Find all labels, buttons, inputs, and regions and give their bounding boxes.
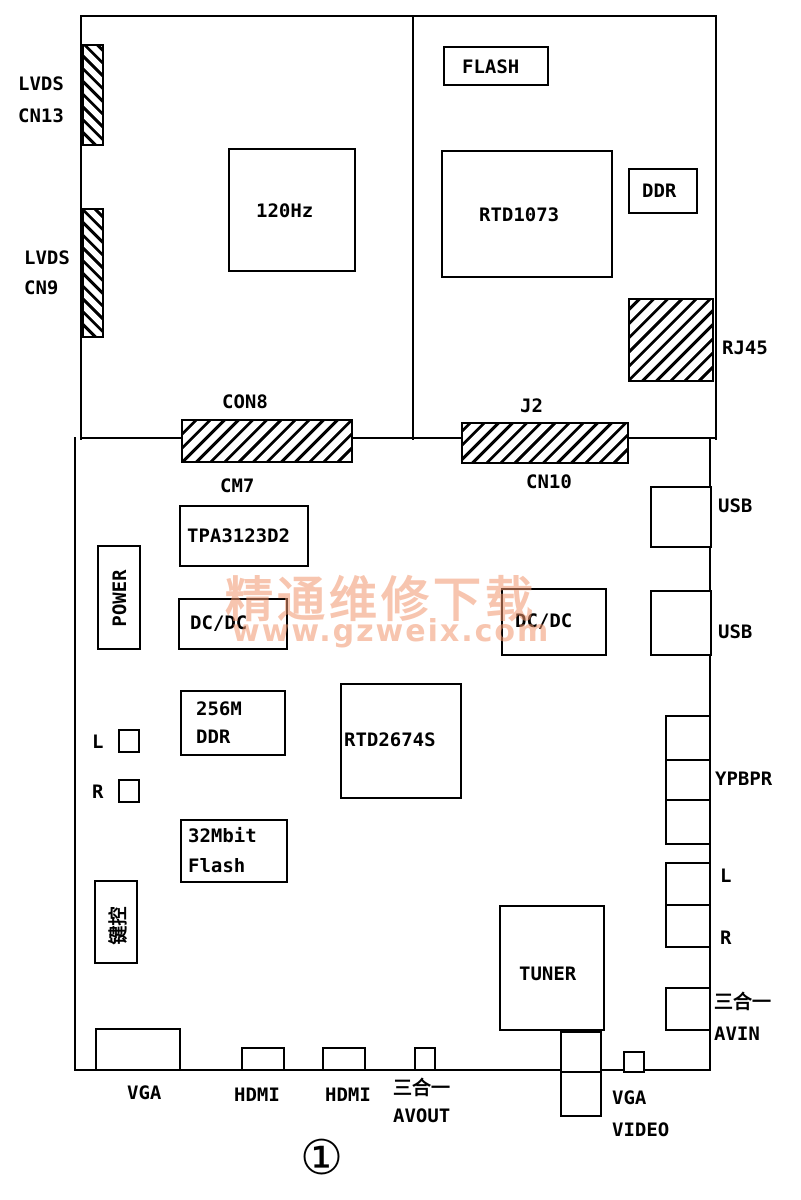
rj45-label: RJ45	[722, 337, 768, 359]
lvds-cn13-label-1: LVDS	[18, 73, 64, 95]
rtd2674s-chip: RTD2674S	[340, 683, 462, 799]
watermark-url: www.gzweix.com	[232, 614, 551, 649]
audio-in-l-jack	[665, 862, 711, 906]
dcdc-right-label: DC/DC	[515, 610, 573, 632]
ypbpr-jack-2	[665, 759, 711, 801]
keypad-label: 键控	[107, 906, 130, 945]
tpa3123d2-label: TPA3123D2	[187, 525, 290, 547]
ddr-256m-label-1: 256M	[196, 698, 242, 720]
cn10-label: CN10	[526, 471, 572, 493]
flash-chip: FLASH	[443, 46, 549, 86]
j2-label: J2	[520, 395, 543, 417]
audio-in-l-label: L	[720, 865, 732, 887]
usb-port-1	[650, 486, 712, 548]
vga-port	[95, 1028, 181, 1071]
ddr-chip-top: DDR	[628, 168, 698, 214]
audio-l-pad	[118, 729, 140, 753]
lvds-cn9-label-2: CN9	[24, 277, 59, 299]
flash-32mbit-label-2: Flash	[188, 855, 246, 877]
watermark-chinese: 精通维修下载	[225, 572, 538, 628]
main-board-left-edge	[74, 437, 76, 1071]
avin-label-1: 三合一	[714, 991, 772, 1013]
hdmi-port-2	[322, 1047, 366, 1071]
vga-video-label-2: VIDEO	[612, 1119, 670, 1141]
tuner-label: TUNER	[519, 963, 577, 985]
power-connector: POWER	[97, 545, 141, 650]
vga-video-jack	[623, 1051, 645, 1073]
flash-chip-label: FLASH	[462, 56, 520, 78]
usb-port-2-label: USB	[718, 621, 753, 643]
avin-label-2: AVIN	[714, 1023, 760, 1045]
audio-r-pad	[118, 779, 140, 803]
usb-port-2	[650, 590, 712, 656]
ypbpr-label: YPBPR	[715, 768, 773, 790]
j2-connector	[461, 422, 629, 464]
flash-32mbit-label-1: 32Mbit	[188, 825, 257, 847]
flash-32mbit-chip: 32Mbit Flash	[180, 819, 288, 883]
tuner-connector-lower	[560, 1071, 602, 1117]
figure-number: ①	[300, 1130, 344, 1186]
cm7-label: CM7	[220, 475, 255, 497]
hdmi-port-1-label: HDMI	[234, 1084, 280, 1106]
con8-label: CON8	[222, 391, 268, 413]
rtd1073-chip: RTD1073	[441, 150, 613, 278]
keypad-connector: 键控	[94, 880, 138, 964]
board-separator-line	[80, 437, 715, 439]
avout-label-1: 三合一	[393, 1077, 451, 1099]
avout-jack	[414, 1047, 436, 1071]
lvds-cn9-label-1: LVDS	[24, 247, 70, 269]
tuner-connector-upper	[560, 1031, 602, 1073]
avout-label-2: AVOUT	[393, 1105, 451, 1127]
lvds-cn13-connector	[82, 44, 104, 146]
usb-port-1-label: USB	[718, 495, 753, 517]
vga-video-label-1: VGA	[612, 1087, 647, 1109]
ddr-256m-chip: 256M DDR	[180, 690, 286, 756]
audio-in-r-jack	[665, 904, 711, 948]
ypbpr-jack-3	[665, 799, 711, 845]
rtd1073-label: RTD1073	[479, 204, 560, 226]
hdmi-port-1	[241, 1047, 285, 1071]
chip-120hz: 120Hz	[228, 148, 356, 272]
hdmi-port-2-label: HDMI	[325, 1084, 371, 1106]
top-board-right-edge	[715, 15, 717, 440]
lvds-cn13-label-2: CN13	[18, 105, 64, 127]
dcdc-right-chip: DC/DC	[501, 588, 607, 656]
main-board-bottom-edge	[74, 1069, 711, 1071]
audio-l-label: L	[92, 731, 104, 753]
audio-in-r-label: R	[720, 927, 732, 949]
lvds-cn9-connector	[82, 208, 104, 338]
tpa3123d2-chip: TPA3123D2	[179, 505, 309, 567]
avin-jack	[665, 987, 711, 1031]
top-board-divider	[412, 15, 414, 440]
power-label: POWER	[109, 569, 131, 627]
rtd2674s-label: RTD2674S	[344, 729, 436, 751]
ypbpr-jack-1	[665, 715, 711, 761]
ddr-256m-label-2: DDR	[196, 726, 231, 748]
dcdc-left-chip: DC/DC	[178, 598, 288, 650]
tuner-module: TUNER	[499, 905, 605, 1031]
vga-port-label: VGA	[127, 1082, 162, 1104]
top-board-top-edge	[80, 15, 717, 17]
audio-r-label: R	[92, 781, 104, 803]
con8-connector	[181, 419, 353, 463]
ddr-chip-top-label: DDR	[642, 180, 677, 202]
chip-120hz-label: 120Hz	[256, 200, 314, 222]
rj45-connector	[628, 298, 714, 382]
top-board-left-edge	[80, 15, 82, 440]
dcdc-left-label: DC/DC	[190, 612, 248, 634]
